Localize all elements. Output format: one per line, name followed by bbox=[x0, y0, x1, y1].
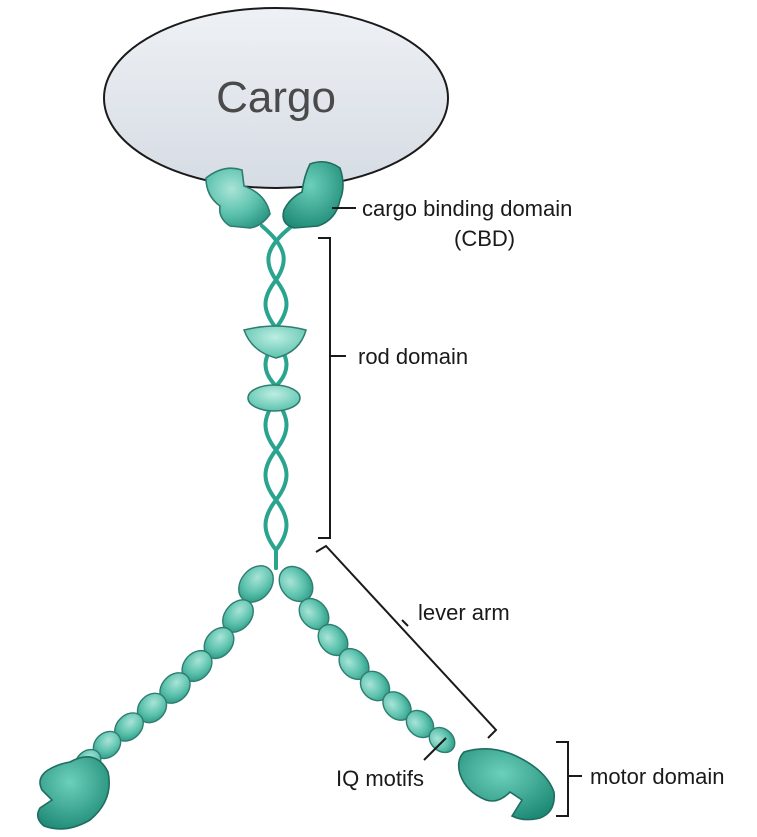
label-lever-arm: lever arm bbox=[418, 600, 510, 625]
rod-discs bbox=[244, 326, 306, 411]
right-motor-domain bbox=[459, 749, 555, 820]
motor-bracket bbox=[556, 742, 582, 816]
label-rod-domain: rod domain bbox=[358, 344, 468, 369]
label-cbd-line2: (CBD) bbox=[454, 226, 515, 251]
rod-disc-upper bbox=[244, 326, 306, 358]
label-cbd-line1: cargo binding domain bbox=[362, 196, 572, 221]
rod-bracket bbox=[318, 238, 346, 538]
cargo-label: Cargo bbox=[216, 73, 336, 122]
label-motor-domain: motor domain bbox=[590, 764, 725, 789]
left-motor-domain bbox=[38, 757, 109, 829]
cargo: Cargo bbox=[104, 8, 448, 188]
annotations bbox=[316, 208, 582, 816]
label-iq-motifs: IQ motifs bbox=[336, 766, 424, 791]
rod-disc-lower bbox=[248, 385, 300, 411]
left-lever-arm bbox=[70, 559, 280, 780]
